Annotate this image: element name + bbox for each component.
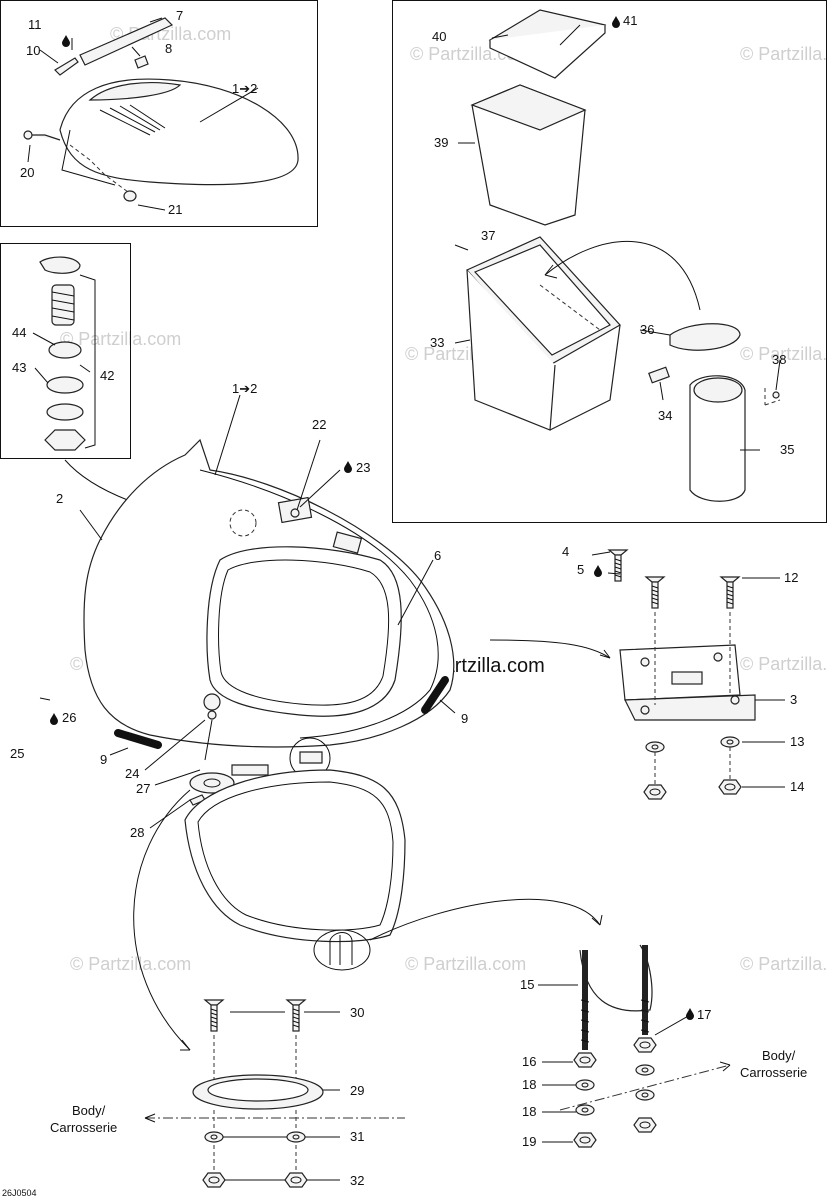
callout-42: 42 (100, 368, 114, 383)
svg-text:© Partzilla.com: © Partzilla.com (740, 44, 828, 64)
callout-6: 6 (434, 548, 441, 563)
callout-29: 29 (350, 1083, 364, 1098)
callout-43: 43 (12, 360, 26, 375)
callout-40: 40 (432, 29, 446, 44)
callout-22: 22 (312, 417, 326, 432)
callout-30: 30 (350, 1005, 364, 1020)
svg-text:© Partzilla.com: © Partzilla.com (60, 329, 181, 349)
oil-drop-icon (594, 565, 602, 577)
callout-10: 10 (26, 43, 40, 58)
callout-labels: 11 7 10 8 1➔2 20 21 44 43 42 40 41 39 37… (2, 8, 807, 1198)
svg-text:© Partzilla.com: © Partzilla.com (740, 654, 828, 674)
svg-text:© Partzilla.com: © Partzilla.com (740, 344, 828, 364)
callout-5: 5 (577, 562, 584, 577)
body-label-left-line2: Carrosserie (50, 1120, 117, 1135)
body-label-left-line1: Body/ (72, 1103, 106, 1118)
body-label-right-line2: Carrosserie (740, 1065, 807, 1080)
callout-20: 20 (20, 165, 34, 180)
callout-1-2-main: 1➔2 (232, 381, 257, 396)
callout-34: 34 (658, 408, 672, 423)
top-right-frame (392, 0, 827, 523)
callout-28: 28 (130, 825, 144, 840)
callout-21: 21 (168, 202, 182, 217)
callout-24: 24 (125, 766, 139, 781)
oil-drop-icon (344, 461, 352, 473)
hinge-assembly (489, 549, 756, 800)
mount-ring-assembly (144, 999, 405, 1188)
oil-drop-icon (62, 35, 70, 47)
oil-drop-icon (50, 713, 58, 725)
callout-13: 13 (790, 734, 804, 749)
oil-drop-icon (612, 16, 620, 28)
u-bolt-assembly (313, 898, 731, 1148)
callout-41: 41 (623, 13, 637, 28)
body-label-right-line1: Body/ (762, 1048, 796, 1063)
callout-33: 33 (430, 335, 444, 350)
callout-2: 2 (56, 491, 63, 506)
top-left-frame (0, 0, 318, 227)
callout-14: 14 (790, 779, 804, 794)
cover-assembly (23, 17, 299, 202)
callout-12: 12 (784, 570, 798, 585)
callout-38: 38 (772, 352, 786, 367)
callout-1-2-top: 1➔2 (232, 81, 257, 96)
callout-8: 8 (165, 41, 172, 56)
callout-3: 3 (790, 692, 797, 707)
callout-18-a: 18 (522, 1077, 536, 1092)
callout-35: 35 (780, 442, 794, 457)
callout-36: 36 (640, 322, 654, 337)
callout-9-left: 9 (100, 752, 107, 767)
callout-9-right: 9 (461, 711, 468, 726)
callout-17: 17 (697, 1007, 711, 1022)
callout-25: 25 (10, 746, 24, 761)
callout-26: 26 (62, 710, 76, 725)
main-shell (83, 438, 455, 806)
callout-39: 39 (434, 135, 448, 150)
callout-23: 23 (356, 460, 370, 475)
callout-37: 37 (481, 228, 495, 243)
callout-19: 19 (522, 1134, 536, 1149)
storage-bin-assembly (454, 9, 781, 502)
callout-15: 15 (520, 977, 534, 992)
callout-31: 31 (350, 1129, 364, 1144)
oil-drop-icon (686, 1008, 694, 1020)
svg-text:© Partzilla.com: © Partzilla.com (70, 954, 191, 974)
callout-4: 4 (562, 544, 569, 559)
svg-text:© Partzilla.com: © Partzilla.com (405, 954, 526, 974)
callout-11: 11 (28, 17, 42, 32)
leader-lines (27, 17, 785, 1181)
callout-32: 32 (350, 1173, 364, 1188)
callout-18-b: 18 (522, 1104, 536, 1119)
callout-7: 7 (176, 8, 183, 23)
diagram-code: 26J0504 (2, 1188, 37, 1198)
left-detail-frame (0, 243, 131, 459)
callout-44: 44 (12, 325, 26, 340)
callout-16: 16 (522, 1054, 536, 1069)
svg-text:© Partzilla.com: © Partzilla.com (740, 954, 828, 974)
callout-27: 27 (136, 781, 150, 796)
